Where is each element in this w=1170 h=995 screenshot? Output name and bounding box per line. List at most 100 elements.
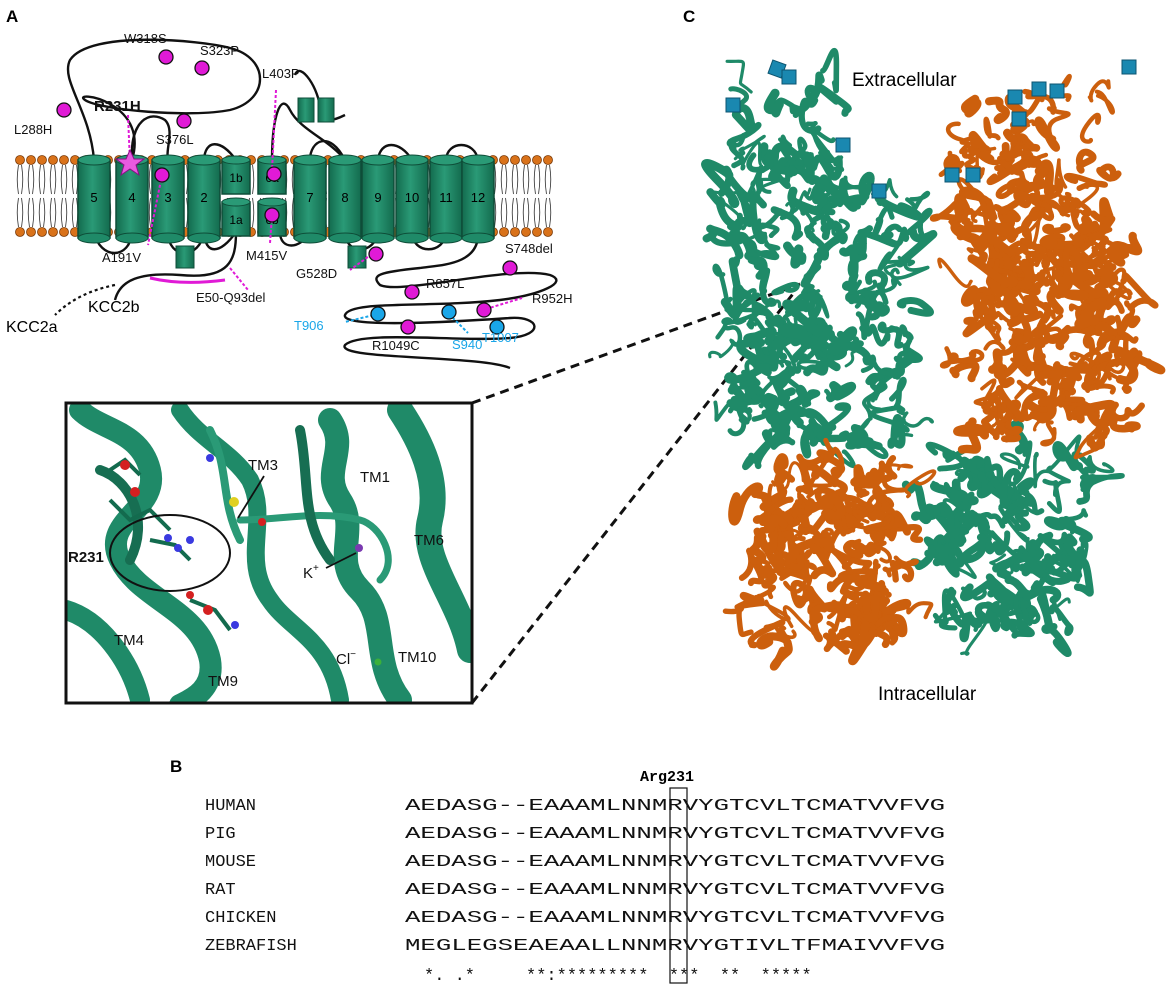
alignment-species: HUMAN PIG MOUSE RAT CHICKEN ZEBRAFISH <box>205 797 297 956</box>
inset-ribbons <box>66 403 472 703</box>
species-chicken: CHICKEN <box>205 909 276 928</box>
phospho-dots <box>370 304 505 335</box>
label-extracellular: Extracellular <box>852 70 957 91</box>
seq-pig: AEDASG--EAAAMLNNMRVYGTCVLTCMATVVFVG <box>405 825 945 844</box>
seq-rat: AEDASG--EAAAMLNNMRVYGTCVLTCMATVVFVG <box>405 881 945 900</box>
panel-label-c: C <box>683 7 695 26</box>
mutation-dots <box>56 49 518 335</box>
species-human: HUMAN <box>205 797 256 816</box>
label-l288h: L288H <box>14 122 52 137</box>
label-r231h: R231H <box>94 98 141 115</box>
protomer-orange <box>722 74 1166 671</box>
svg-text:1b: 1b <box>229 171 243 185</box>
inset-border <box>64 401 474 705</box>
label-cl: Cl− <box>336 649 356 668</box>
tm3-pointer <box>237 475 265 519</box>
svg-text:5: 5 <box>90 190 97 205</box>
label-e50q93del: E50-Q93del <box>196 290 265 305</box>
svg-text:11: 11 <box>439 190 453 205</box>
seq-chicken: AEDASG--EAAAMLNNMRVYGTCVLTCMATVVFVG <box>405 909 945 928</box>
protomer-green <box>701 47 1125 658</box>
label-r857l: R857L <box>426 276 464 291</box>
seq-mouse: AEDASG--EAAAMLNNMRVYGTCVLTCMATVVFVG <box>405 853 945 872</box>
label-s748del: S748del <box>505 241 553 256</box>
inset-labels: TM3 TM1 TM6 R231 K+ TM4 Cl− TM10 TM9 <box>68 457 444 690</box>
glycans <box>725 59 1137 199</box>
seq-human: AEDASG--EAAAMLNNMRVYGTCVLTCMATVVFVG <box>405 797 945 816</box>
label-tm6: TM6 <box>414 532 444 549</box>
label-s940: S940 <box>452 337 482 352</box>
conservation-line: *. .* **:********* *** ** ***** <box>424 967 812 986</box>
label-t1007: T1007 <box>482 330 519 345</box>
label-r231: R231 <box>68 549 104 566</box>
helix-7: 7 <box>293 154 327 244</box>
label-k: K+ <box>303 563 319 582</box>
mutation-labels: W318S S323P L403P R231H L288H S376L A191… <box>14 31 572 353</box>
label-kcc2a: KCC2a <box>6 319 58 336</box>
helix-12: 12 <box>461 154 495 244</box>
kcc2a-extension <box>54 283 116 316</box>
label-tm1: TM1 <box>360 469 390 486</box>
svg-text:10: 10 <box>405 190 419 205</box>
label-a191v: A191V <box>102 250 141 265</box>
alignment-header: Arg231 <box>640 769 694 786</box>
extracellular-helices <box>297 97 335 123</box>
inset-detail: TM3 TM1 TM6 R231 K+ TM4 Cl− TM10 TM9 <box>64 401 474 705</box>
label-s323p: S323P <box>200 43 239 58</box>
svg-text:8: 8 <box>341 190 348 205</box>
helix-3: 3 <box>151 154 185 244</box>
label-r1049c: R1049C <box>372 338 420 353</box>
zoom-line-lower <box>470 289 798 704</box>
species-pig: PIG <box>205 825 236 844</box>
helix-10: 10 <box>395 154 429 244</box>
r231-highlight-ellipse <box>109 514 231 592</box>
dimer-structure: Extracellular Intracellular <box>701 47 1166 705</box>
svg-text:12: 12 <box>471 190 485 205</box>
helix-8: 8 <box>328 154 362 244</box>
seq-zebrafish: MEGLEGSEAEAALLNNMRVYGTIVLTFMAIVVFVG <box>405 937 945 956</box>
svg-text:9: 9 <box>374 190 381 205</box>
alignment-sequences: AEDASG--EAAAMLNNMRVYGTCVLTCMATVVFVG AEDA… <box>405 797 945 986</box>
inset-atoms <box>120 454 382 666</box>
intracellular-helix-b <box>347 245 367 269</box>
svg-text:7: 7 <box>306 190 313 205</box>
label-tm3: TM3 <box>248 457 278 474</box>
label-m415v: M415V <box>246 248 288 263</box>
label-l403p: L403P <box>262 66 300 81</box>
panel-label-a: A <box>6 7 18 26</box>
svg-text:2: 2 <box>200 190 207 205</box>
label-t906: T906 <box>294 318 324 333</box>
species-zebrafish: ZEBRAFISH <box>205 937 297 956</box>
helix-5: 5 <box>77 154 111 244</box>
e50-q93-segment <box>149 276 226 284</box>
label-tm4: TM4 <box>114 632 144 649</box>
svg-text:1a: 1a <box>229 213 243 227</box>
k-pointer <box>325 552 357 569</box>
svg-text:3: 3 <box>164 190 171 205</box>
panel-label-b: B <box>170 757 182 776</box>
label-r952h: R952H <box>532 291 572 306</box>
label-s376l: S376L <box>156 132 194 147</box>
intracellular-helix-a <box>175 245 195 269</box>
label-intracellular: Intracellular <box>878 684 977 705</box>
label-g528d: G528D <box>296 266 337 281</box>
helix-cylinders: 5 4 3 2 1b <box>77 97 495 269</box>
helix-11: 11 <box>429 154 463 244</box>
topology-diagram: 5 4 3 2 1b <box>6 31 572 370</box>
r231h-star <box>114 148 146 177</box>
helix-1a: 1a <box>221 197 251 237</box>
arg231-box <box>669 787 688 984</box>
helix-1b: 1b <box>221 155 251 195</box>
label-kcc2b: KCC2b <box>88 299 140 316</box>
svg-text:4: 4 <box>128 190 135 205</box>
label-tm10: TM10 <box>398 649 436 666</box>
helix-9: 9 <box>361 154 395 244</box>
sequence-alignment: Arg231 HUMAN PIG MOUSE RAT CHICKEN ZEBRA… <box>205 769 945 986</box>
phospho-labels: T906 S940 T1007 <box>294 318 519 352</box>
species-mouse: MOUSE <box>205 853 256 872</box>
label-w318s: W318S <box>124 31 167 46</box>
label-tm9: TM9 <box>208 673 238 690</box>
helix-2: 2 <box>187 154 221 244</box>
species-rat: RAT <box>205 881 236 900</box>
